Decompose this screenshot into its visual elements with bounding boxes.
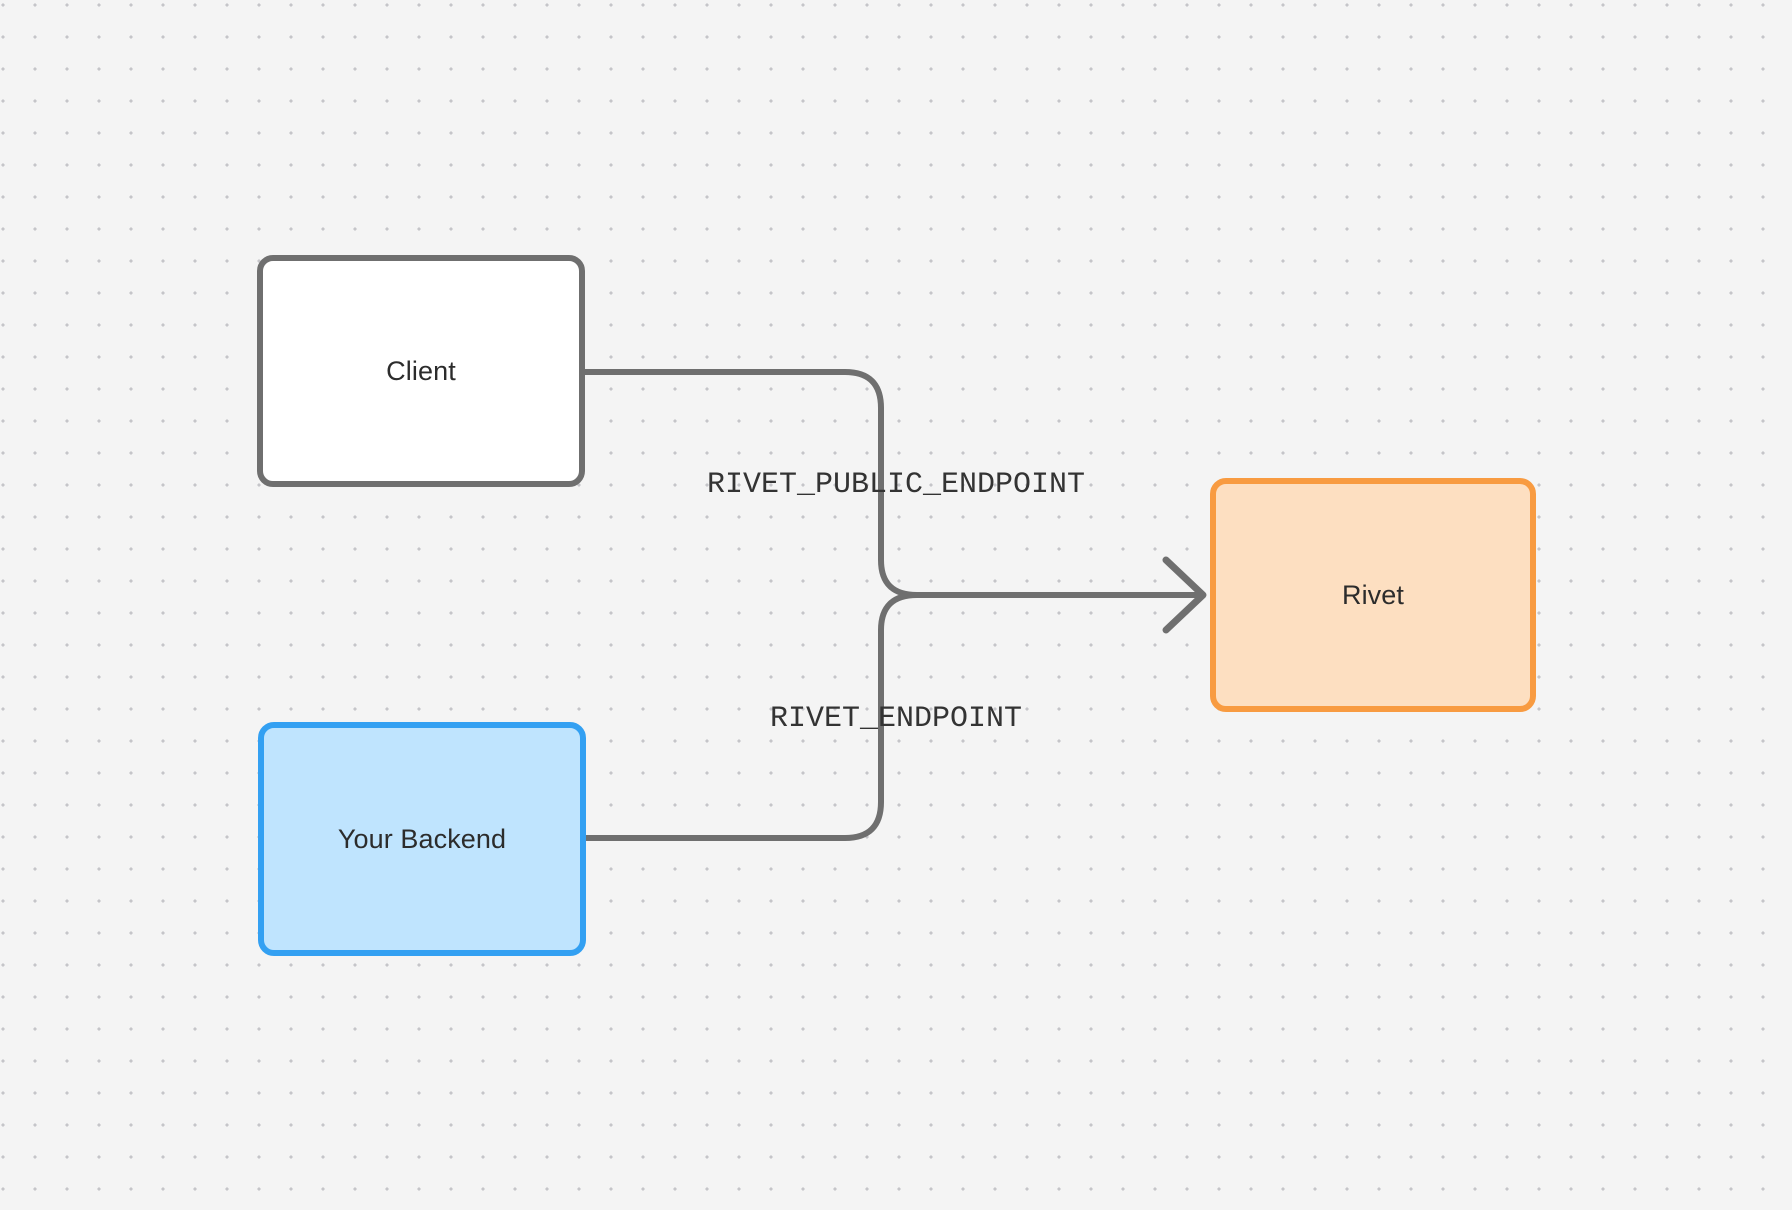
node-your-backend-label: Your Backend	[337, 823, 507, 854]
node-rivet[interactable]: Rivet	[1210, 478, 1536, 712]
edge-label-rivet-public-endpoint: RIVET_PUBLIC_ENDPOINT	[706, 468, 1086, 502]
node-your-backend[interactable]: Your Backend	[258, 722, 586, 956]
node-client-label: Client	[386, 355, 456, 386]
node-client[interactable]: Client	[257, 255, 585, 487]
edge-arrowhead-icon	[1162, 556, 1207, 634]
node-rivet-label: Rivet	[1341, 579, 1404, 610]
edge-label-rivet-endpoint: RIVET_ENDPOINT	[769, 702, 1023, 736]
